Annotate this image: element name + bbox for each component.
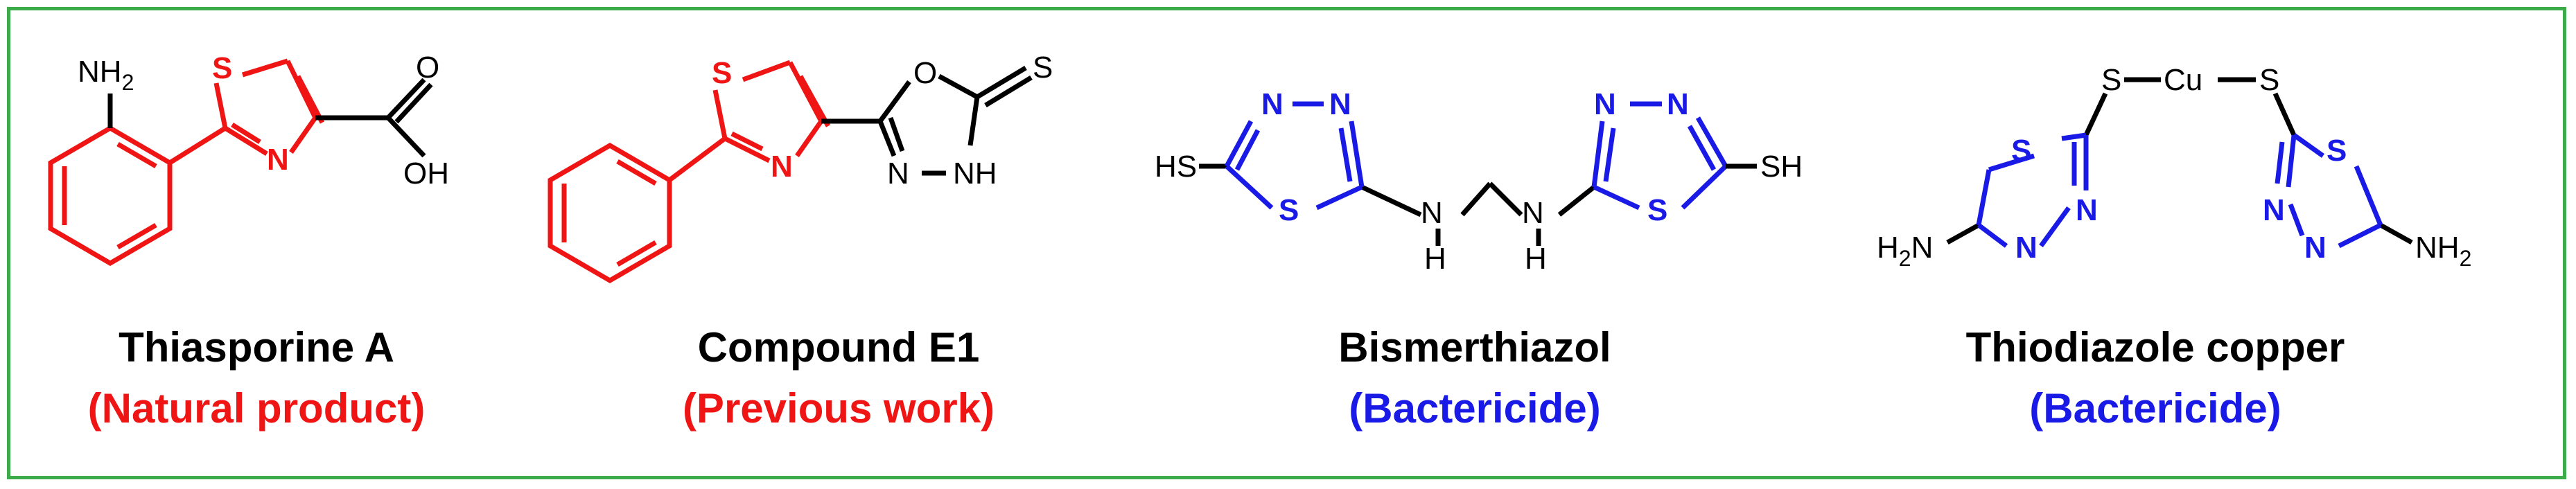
compound-name-1: Thiasporine A xyxy=(119,324,394,371)
left-ring-n1-atom: N xyxy=(2076,193,2098,227)
bridge-s1-atom: S xyxy=(2101,63,2121,97)
left-thiadiazole-ring xyxy=(1976,132,2089,248)
bismerthiazol-structure: HS N N S N H N H N N S SH xyxy=(1155,87,1803,276)
right-thiol-label: SH xyxy=(1760,150,1803,184)
left-ring-s-atom: S xyxy=(2011,134,2031,168)
right-ring-n2-atom: N xyxy=(1667,87,1689,121)
carbonyl-o-atom: O xyxy=(416,51,439,85)
captions: Thiasporine A (Natural product) Compound… xyxy=(88,324,2345,432)
copper-bridge-bonds xyxy=(1946,77,2413,245)
compound-note-1: (Natural product) xyxy=(88,385,426,432)
thiazole-n-atom: N xyxy=(267,143,289,177)
compound-e1-structure: S N O S N NH xyxy=(547,51,1053,284)
thiodiazole-copper-structure: S Cu S S N N H2N S N N NH2 xyxy=(1877,63,2471,271)
right-amine-h-atom: H xyxy=(1525,242,1547,276)
right-ring-n1-atom: N xyxy=(1594,87,1616,121)
right-ring-n1-atom: N xyxy=(2263,193,2285,227)
compound-note-2: (Previous work) xyxy=(683,385,995,432)
thione-s-atom: S xyxy=(1033,51,1053,85)
copper-atom: Cu xyxy=(2164,63,2202,97)
thiazole-ring xyxy=(168,58,325,165)
left-ring-n2-atom: N xyxy=(1329,87,1351,121)
right-ring-s-atom: S xyxy=(1647,193,1667,227)
benzene-ring xyxy=(547,136,727,284)
thiazole-n-atom: N xyxy=(771,150,793,184)
oxadiazole-n-atom: N xyxy=(887,157,909,190)
left-thiol-label: HS xyxy=(1155,150,1197,184)
right-thiadiazole-ring xyxy=(1591,101,1728,211)
hydroxyl-label: OH xyxy=(403,157,449,190)
right-thiadiazole-ring xyxy=(2275,133,2383,249)
compound-note-4: (Bactericide) xyxy=(2029,385,2281,432)
figure-border xyxy=(7,7,2566,479)
compound-name-3: Bismerthiazol xyxy=(1338,324,1611,371)
left-amine-label: H2N xyxy=(1877,231,1933,271)
bridge-s2-atom: S xyxy=(2259,63,2279,97)
compound-note-3: (Bactericide) xyxy=(1349,385,1600,432)
right-ring-n2-atom: N xyxy=(2304,231,2327,265)
left-ring-n2-atom: N xyxy=(2015,231,2038,265)
oxadiazole-ring xyxy=(821,65,1033,176)
compound-name-4: Thiodiazole copper xyxy=(1966,324,2345,371)
thiasporine-a-structure: NH2 S N O OH xyxy=(48,51,449,267)
left-amine-n-atom: N xyxy=(1421,196,1443,230)
thiazole-ring xyxy=(712,60,831,163)
right-amine-n-atom: N xyxy=(1522,196,1544,230)
thiazole-s-atom: S xyxy=(712,56,732,90)
oxadiazole-o-atom: O xyxy=(913,56,937,90)
amine-label: NH2 xyxy=(78,55,134,95)
right-amine-label: NH2 xyxy=(2415,231,2471,271)
left-thiadiazole-bonds xyxy=(1199,163,1596,246)
thiazole-s-atom: S xyxy=(212,51,232,85)
left-amine-h-atom: H xyxy=(1424,242,1446,276)
oxadiazole-nh-label: NH xyxy=(953,157,997,190)
benzene-ring xyxy=(48,125,173,267)
left-ring-s-atom: S xyxy=(1279,193,1299,227)
left-thiadiazole-ring xyxy=(1224,101,1365,211)
left-ring-n1-atom: N xyxy=(1261,87,1283,121)
right-ring-s-atom: S xyxy=(2327,134,2347,168)
carboxyl-bonds xyxy=(315,78,433,158)
compound-name-2: Compound E1 xyxy=(698,324,980,371)
